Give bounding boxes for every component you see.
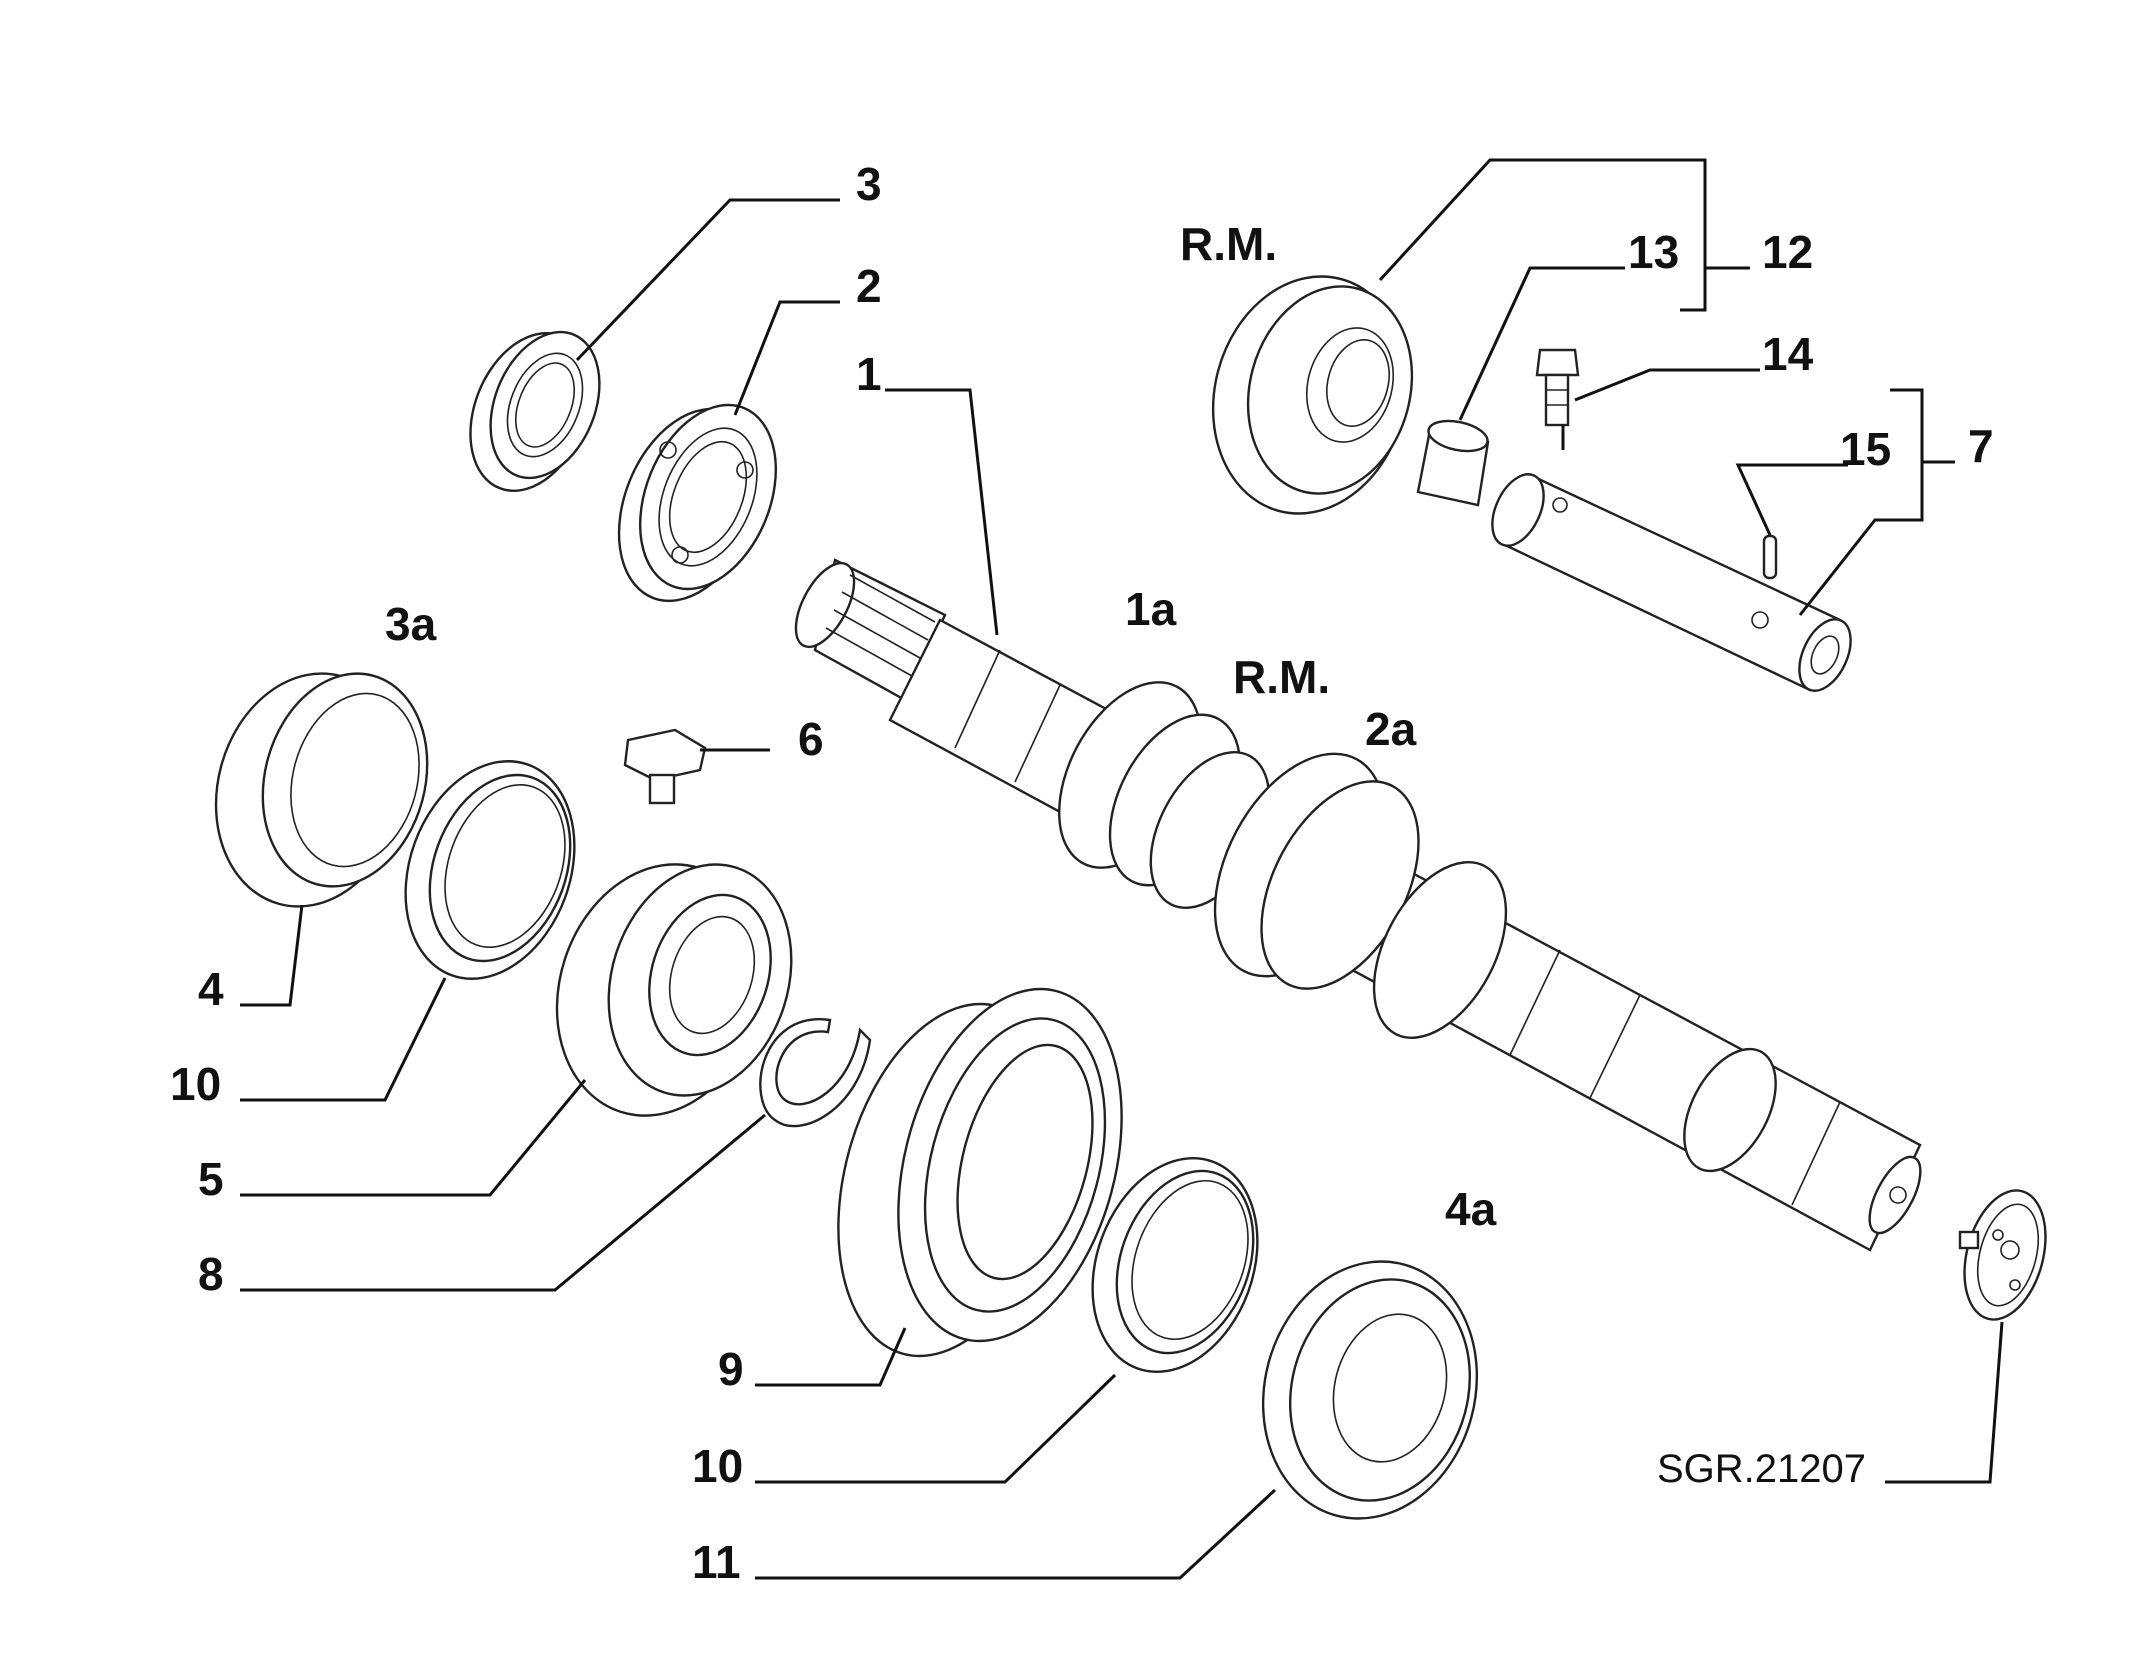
- slider-key-6-icon: [623, 728, 707, 805]
- bolt-14-icon: [1535, 348, 1580, 427]
- callout-7: 7: [1968, 420, 1994, 472]
- sliding-sleeve-9-icon: [837, 987, 1123, 1358]
- callout-10-left: 10: [170, 1058, 221, 1110]
- callout-11: 11: [692, 1536, 741, 1588]
- callout-8: 8: [198, 1248, 224, 1300]
- callout-15: 15: [1840, 423, 1891, 475]
- bearing-2-icon: [617, 403, 778, 603]
- synchronizer-ring-10-left-icon: [404, 760, 576, 980]
- reverse-gear-icon: [1211, 275, 1414, 515]
- synchronizer-hub-5-icon: [555, 863, 793, 1117]
- callout-12: 12: [1762, 226, 1813, 278]
- callout-1: 1: [856, 348, 882, 400]
- synchronizer-ring-10-bottom-icon: [1091, 1157, 1259, 1373]
- callout-13: 13: [1628, 226, 1679, 278]
- callout-4a: 4a: [1445, 1183, 1497, 1235]
- pin-15-icon: [1762, 534, 1778, 580]
- reference-code: SGR.21207: [1657, 1447, 1866, 1491]
- gear-4a-icon: [1261, 1260, 1479, 1520]
- callout-10-bottom: 10: [692, 1440, 743, 1492]
- callout-14: 14: [1762, 328, 1814, 380]
- circlip-8-icon: [759, 1018, 872, 1128]
- callout-rm-top: R.M.: [1180, 218, 1277, 270]
- callout-1a: 1a: [1125, 583, 1177, 635]
- bearing-3-icon: [469, 330, 601, 492]
- callout-2: 2: [856, 260, 882, 312]
- callout-3: 3: [856, 158, 882, 210]
- callout-rm-shaft: R.M.: [1233, 651, 1330, 703]
- bushing-13-icon: [1416, 419, 1490, 507]
- leader-lines: [240, 158, 2004, 1580]
- thrust-washer-icon: [1958, 1189, 2047, 1321]
- callout-2a: 2a: [1365, 703, 1417, 755]
- reverse-shaft-7-icon: [1491, 473, 1852, 692]
- callout-4: 4: [198, 963, 224, 1015]
- callout-3a: 3a: [385, 598, 437, 650]
- callout-5: 5: [198, 1153, 224, 1205]
- gear-3a-icon: [214, 672, 429, 908]
- callout-9: 9: [718, 1343, 744, 1395]
- main-shaft-icon: [794, 558, 1922, 1252]
- callout-6: 6: [798, 713, 824, 765]
